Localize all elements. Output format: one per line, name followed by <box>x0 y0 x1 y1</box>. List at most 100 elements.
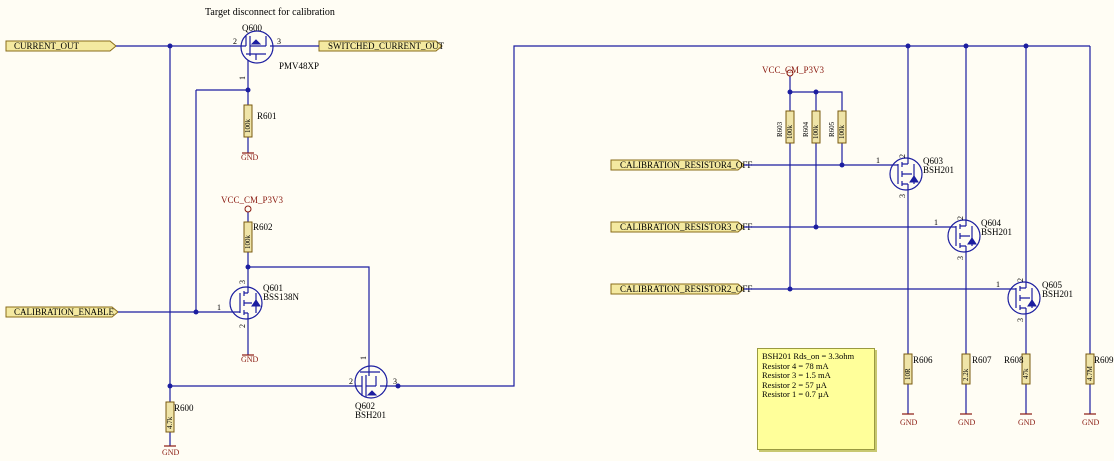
resistor-r608[interactable]: 47k R608 <box>1004 353 1031 385</box>
svg-text:3: 3 <box>956 256 965 260</box>
svg-text:2.2k: 2.2k <box>962 368 970 381</box>
port-calibration-resistor2-off[interactable]: CALIBRATION_RESISTOR2_OFF <box>610 283 752 295</box>
resistor-r601[interactable]: 100k R601 <box>243 104 277 138</box>
svg-text:GND: GND <box>162 448 180 457</box>
gnd-symbol-q601: GND <box>241 354 259 364</box>
svg-text:Q603: Q603 <box>923 156 943 166</box>
svg-text:2: 2 <box>349 377 353 386</box>
port-calibration-resistor3-off[interactable]: CALIBRATION_RESISTOR3_OFF <box>610 221 752 233</box>
svg-text:R609: R609 <box>1094 355 1114 365</box>
port-calibration-enable[interactable]: CALIBRATION_ENABLE <box>5 306 119 318</box>
svg-text:R607: R607 <box>972 355 992 365</box>
svg-text:R608: R608 <box>1004 355 1024 365</box>
svg-text:100k: 100k <box>812 125 820 140</box>
schematic-title: Target disconnect for calibration <box>205 7 335 18</box>
svg-text:GND: GND <box>241 153 259 162</box>
svg-text:2: 2 <box>956 216 965 220</box>
svg-text:Q602: Q602 <box>355 401 375 411</box>
svg-text:GND: GND <box>1082 418 1100 427</box>
svg-text:2: 2 <box>898 154 907 158</box>
svg-text:BSH201: BSH201 <box>923 165 954 175</box>
gnd-symbol-r608: GND <box>1018 413 1036 427</box>
svg-text:3: 3 <box>898 194 907 198</box>
vcc-symbol-1: VCC_CM_P3V3 <box>221 195 284 213</box>
transistor-q604[interactable]: Q604 BSH201 1 2 3 <box>934 212 1012 260</box>
resistor-r603[interactable]: 100k R603 <box>776 110 795 144</box>
svg-text:1: 1 <box>359 356 368 360</box>
svg-text:VCC_CM_P3V3: VCC_CM_P3V3 <box>762 65 825 75</box>
vcc-symbol-2: VCC_CM_P3V3 <box>762 65 825 77</box>
resistor-r604[interactable]: 100k R604 <box>802 110 821 144</box>
svg-text:CALIBRATION_RESISTOR2_OFF: CALIBRATION_RESISTOR2_OFF <box>620 284 752 294</box>
svg-text:3: 3 <box>1016 318 1025 322</box>
svg-text:100k: 100k <box>786 125 794 140</box>
svg-text:Q604: Q604 <box>981 218 1001 228</box>
note-line: Resistor 4 = 78 mA <box>762 360 829 371</box>
svg-text:R603: R603 <box>776 121 784 137</box>
svg-text:47k: 47k <box>1022 368 1030 379</box>
port-current-out[interactable]: CURRENT_OUT <box>5 40 117 52</box>
svg-text:GND: GND <box>958 418 976 427</box>
gnd-symbol-r607: GND <box>958 413 976 427</box>
svg-text:VCC_CM_P3V3: VCC_CM_P3V3 <box>221 195 284 205</box>
svg-text:SWITCHED_CURRENT_OUT: SWITCHED_CURRENT_OUT <box>328 41 444 51</box>
svg-text:BSH201: BSH201 <box>981 227 1012 237</box>
svg-text:1: 1 <box>238 76 247 80</box>
svg-text:CALIBRATION_RESISTOR4_OFF: CALIBRATION_RESISTOR4_OFF <box>620 160 752 170</box>
svg-text:BSH201: BSH201 <box>1042 289 1073 299</box>
svg-text:CALIBRATION_ENABLE: CALIBRATION_ENABLE <box>14 307 114 317</box>
wires <box>116 45 1091 446</box>
svg-text:R604: R604 <box>802 121 810 137</box>
svg-text:2: 2 <box>238 324 247 328</box>
note-line: Resistor 2 = 57 µA <box>762 379 827 390</box>
svg-text:4.7k: 4.7k <box>166 416 174 429</box>
svg-text:Q601: Q601 <box>263 283 283 293</box>
svg-text:BSH201: BSH201 <box>355 410 386 420</box>
svg-text:CURRENT_OUT: CURRENT_OUT <box>14 41 80 51</box>
transistor-q605[interactable]: Q605 BSH201 1 2 3 <box>996 274 1073 322</box>
svg-text:CALIBRATION_RESISTOR3_OFF: CALIBRATION_RESISTOR3_OFF <box>620 222 752 232</box>
svg-text:R600: R600 <box>174 403 194 413</box>
svg-text:3: 3 <box>393 377 397 386</box>
resistor-r606[interactable]: 10R R606 <box>903 353 933 385</box>
svg-text:R606: R606 <box>913 355 933 365</box>
svg-text:GND: GND <box>1018 418 1036 427</box>
svg-text:1: 1 <box>996 280 1000 289</box>
svg-text:R602: R602 <box>253 222 273 232</box>
resistor-r609[interactable]: 4.7M R609 <box>1085 353 1114 385</box>
gnd-symbol-r609: GND <box>1082 413 1100 427</box>
gnd-symbol-r601: GND <box>241 152 259 162</box>
design-note: BSH201 Rds_on = 3.3ohm Resistor 4 = 78 m… <box>757 348 875 450</box>
port-calibration-resistor4-off[interactable]: CALIBRATION_RESISTOR4_OFF <box>610 159 752 171</box>
transistor-q600[interactable]: Q600 PMV48XP 2 3 1 <box>232 23 319 80</box>
svg-text:GND: GND <box>900 418 918 427</box>
resistor-r605[interactable]: 100k R605 <box>828 110 847 144</box>
svg-text:BSS138N: BSS138N <box>263 292 300 302</box>
gnd-symbol-r606: GND <box>900 413 918 427</box>
transistor-q602[interactable]: Q602 BSH201 2 3 1 <box>349 356 397 420</box>
svg-text:R605: R605 <box>828 121 836 137</box>
svg-text:2: 2 <box>233 37 237 46</box>
transistor-q603[interactable]: Q603 BSH201 1 2 3 <box>876 150 954 198</box>
note-line: Resistor 1 = 0.7 µA <box>762 389 830 399</box>
resistor-r607[interactable]: 2.2k R607 <box>961 353 992 385</box>
svg-text:R601: R601 <box>257 111 277 121</box>
resistor-r602[interactable]: 100k R602 <box>243 221 273 253</box>
svg-text:10R: 10R <box>904 368 912 380</box>
resistor-r600[interactable]: 4.7k R600 <box>165 401 194 433</box>
svg-text:Q605: Q605 <box>1042 280 1062 290</box>
svg-text:GND: GND <box>241 355 259 364</box>
svg-text:1: 1 <box>934 218 938 227</box>
note-line: Resistor 3 = 1.5 mA <box>762 370 831 380</box>
port-switched-current-out[interactable]: SWITCHED_CURRENT_OUT <box>318 40 444 52</box>
svg-text:1: 1 <box>876 156 880 165</box>
svg-text:3: 3 <box>238 280 247 284</box>
svg-text:1: 1 <box>217 303 221 312</box>
transistor-q601[interactable]: Q601 BSS138N 1 3 2 <box>217 280 300 328</box>
gnd-symbol-r600: GND <box>162 445 180 457</box>
note-line: BSH201 Rds_on = 3.3ohm <box>762 351 855 361</box>
svg-text:2: 2 <box>1016 278 1025 282</box>
junctions <box>167 43 1029 389</box>
